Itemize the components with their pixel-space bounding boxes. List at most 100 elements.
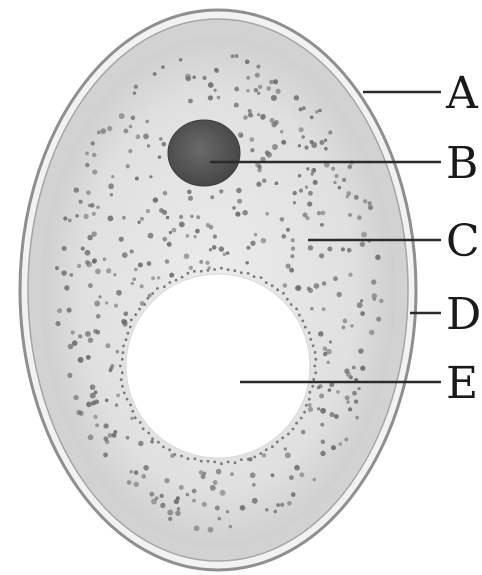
granule	[299, 472, 304, 477]
granule	[289, 475, 294, 480]
granule	[155, 496, 159, 500]
vacuole-membrane-dot	[147, 432, 150, 435]
granule	[333, 276, 338, 281]
granule	[85, 260, 90, 265]
granule	[103, 423, 108, 428]
granule	[105, 343, 110, 348]
granule	[184, 253, 190, 259]
granule	[208, 95, 213, 100]
vacuole-membrane-dot	[292, 428, 295, 431]
granule	[376, 317, 381, 322]
granule	[243, 115, 248, 120]
vacuole-membrane-dot	[265, 281, 268, 284]
granule	[179, 215, 183, 219]
granule	[189, 266, 193, 270]
vacuole-membrane-dot	[187, 272, 190, 275]
vacuole-membrane-dot	[125, 338, 128, 341]
vacuole-membrane-dot	[298, 314, 301, 317]
granule	[95, 423, 99, 427]
granule	[163, 191, 168, 196]
granule	[153, 72, 157, 76]
granule	[324, 147, 328, 151]
granule	[327, 246, 332, 251]
granule	[88, 435, 94, 441]
vacuole-membrane-dot	[121, 358, 124, 361]
granule	[195, 229, 200, 234]
granule	[329, 340, 332, 343]
granule	[262, 453, 266, 457]
granule	[122, 216, 126, 220]
granule	[305, 185, 308, 188]
granule	[294, 465, 300, 471]
granule	[74, 187, 79, 192]
granule	[69, 273, 73, 277]
granule	[138, 262, 143, 267]
granule	[280, 217, 285, 222]
granule	[162, 237, 167, 242]
granule	[217, 517, 221, 521]
granule	[143, 133, 149, 139]
granule	[111, 175, 114, 178]
granule	[199, 260, 203, 264]
vacuole-membrane-dot	[168, 448, 171, 451]
vacuole-membrane-dot	[146, 297, 149, 300]
granule	[258, 85, 262, 89]
granule	[92, 170, 97, 175]
granule	[308, 245, 313, 250]
vacuole-membrane-dot	[138, 308, 141, 311]
granule	[313, 180, 318, 185]
granule	[357, 387, 360, 390]
vacuole-membrane-dot	[122, 351, 125, 354]
vacuole-membrane-dot	[295, 308, 298, 311]
granule	[328, 388, 331, 391]
granule	[320, 451, 325, 456]
vacuole-membrane-dot	[143, 303, 146, 306]
granule	[149, 175, 152, 178]
vacuole-membrane-dot	[314, 371, 317, 374]
granule	[323, 352, 327, 356]
granule	[67, 308, 72, 313]
granule	[249, 137, 254, 142]
granule	[110, 366, 114, 370]
vacuole-membrane-dot	[301, 320, 304, 323]
granule	[360, 241, 366, 247]
vacuole-membrane-dot	[308, 398, 311, 401]
granule	[68, 218, 72, 222]
granule	[62, 246, 67, 251]
vacuole-membrane-dot	[200, 460, 203, 463]
granule	[160, 503, 165, 508]
vacuole-membrane-dot	[271, 445, 274, 448]
vacuole-membrane-dot	[168, 281, 171, 284]
granule	[215, 69, 220, 74]
granule	[368, 201, 372, 205]
granule	[355, 416, 359, 420]
granule	[304, 146, 308, 150]
granule	[319, 393, 324, 398]
granule	[164, 478, 169, 483]
label-b: B	[446, 138, 478, 189]
granule	[348, 165, 352, 169]
granule	[134, 482, 139, 487]
granule	[360, 299, 363, 302]
granule	[234, 103, 239, 108]
granule	[116, 290, 122, 296]
granule	[308, 288, 313, 293]
granule	[103, 257, 107, 261]
granule	[205, 261, 209, 265]
granule	[232, 206, 236, 210]
granule	[280, 130, 283, 133]
vacuole-membrane-dot	[127, 332, 130, 335]
granule	[107, 215, 113, 221]
vacuole-membrane-dot	[312, 344, 315, 347]
granule	[318, 331, 324, 337]
granule	[141, 474, 146, 479]
granule	[372, 293, 378, 299]
granule	[256, 182, 261, 187]
granule	[131, 282, 134, 285]
granule	[85, 331, 91, 337]
granule	[169, 231, 172, 234]
label-a: A	[445, 68, 479, 119]
granule	[339, 442, 342, 445]
granule	[310, 140, 314, 144]
granule	[322, 307, 326, 311]
